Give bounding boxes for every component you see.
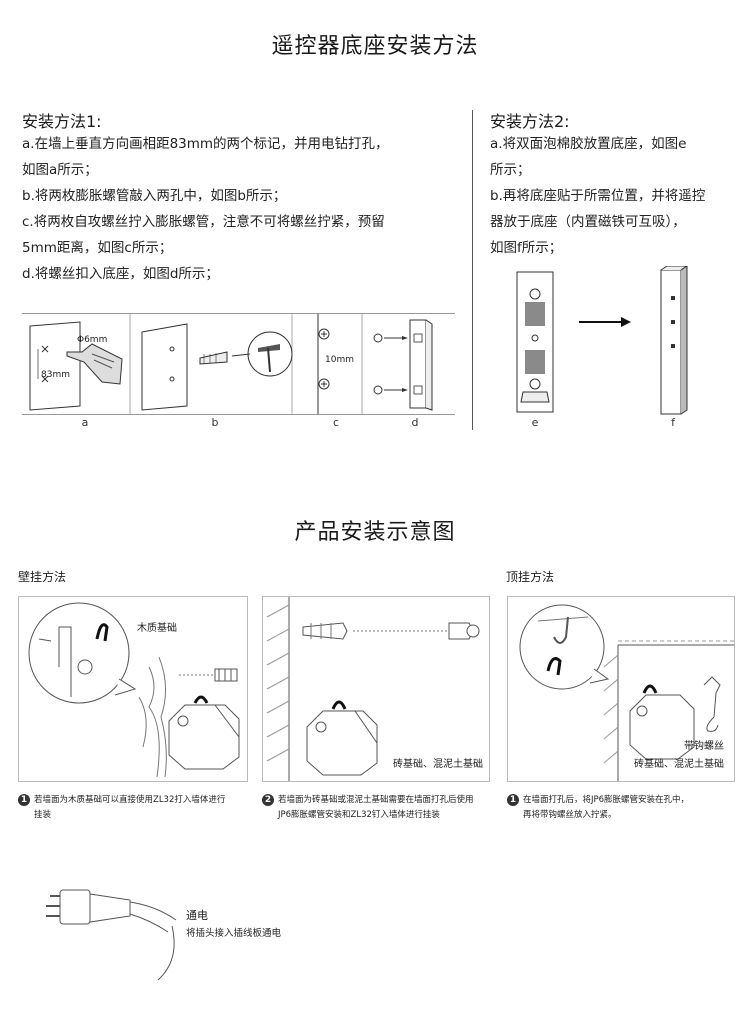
ceiling-base-label: 砖基础、混泥土基础 [634,759,724,770]
wood-base-label: 木质基础 [137,623,177,634]
figures-abcd-illustration [29,314,433,414]
step-number-badge: 1 [507,794,519,806]
method1-title: 安装方法1: [22,112,102,131]
figures-ef-illustration [516,266,688,415]
method1-step: 5mm距离，如图c所示； [22,240,173,256]
method1-step: 如图a所示； [22,162,98,178]
gap-label: 10mm [325,355,354,365]
power-desc: 将插头接入插线板通电 [186,928,282,939]
figure-strip-ef [505,266,715,416]
step-number-badge: 1 [18,794,30,806]
method1-step: c.将两枚自攻螺丝拧入膨胀螺管，注意不可将螺丝拧紧，预留 [22,214,385,230]
caption-line: 在墙面打孔后，将JP6膨胀螺管安装在孔中， [523,795,690,805]
install-panel-brick: 砖基础、混泥土基础 [262,596,490,782]
brick-install-illustration [266,597,480,781]
method1-step: b.将两枚膨胀螺管敲入两孔中，如图b所示； [22,188,287,204]
distance-label: 83mm [41,370,70,380]
method2-step: b.再将底座贴于所需位置，并将遥控 [490,188,706,204]
ceiling-method-label: 顶挂方法 [506,570,555,584]
method1-step: d.将螺丝扣入底座，如图d所示； [22,266,219,282]
method2-title: 安装方法2: [490,112,570,131]
caption-line: JP6膨胀螺管安装和ZL32钉入墙体进行挂装 [278,810,440,820]
install-panel-wood: 木质基础 [18,596,248,782]
caption-line: 挂装 [34,810,52,820]
figure-strip-abcd: 10mm Φ6mm 83mm [22,313,455,415]
wood-install-illustration [28,602,240,778]
section2-title: 产品安装示意图 [294,520,456,545]
diameter-label: Φ6mm [77,335,108,345]
caption-line: 若墙面为砖基础或混泥土基础需要在墙面打孔后使用 [278,795,474,805]
figure-label-d: d [411,416,419,429]
power-plug-illustration [40,880,190,990]
figure-label-a: a [81,416,89,429]
section-divider [472,110,473,430]
method1-step: a.在墙上垂直方向画相距83mm的两个标记，并用电钻打孔， [22,136,389,152]
step-number-badge: 2 [262,794,274,806]
power-title: 通电 [186,909,208,922]
wall-method-label: 壁挂方法 [18,570,67,584]
install-panel-ceiling: 带钩螺丝 砖基础、混泥土基础 [507,596,735,782]
method2-step: 器放于底座（内置磁铁可互吸）， [490,214,686,230]
method2-step: 如图f所示； [490,240,563,256]
ceiling-install-illustration [519,604,734,781]
figure-label-f: f [671,416,675,429]
method2-steps: a.将双面泡棉胶放置底座，如图e 所示； b.再将底座贴于所需位置，并将遥控 器… [490,131,740,261]
method2-step: a.将双面泡棉胶放置底座，如图e [490,136,687,152]
figure-label-e: e [531,416,539,429]
method1-steps: a.在墙上垂直方向画相距83mm的两个标记，并用电钻打孔， 如图a所示； b.将… [22,131,462,287]
brick-base-label: 砖基础、混泥土基础 [393,759,483,770]
caption-line: 再将带钩螺丝放入拧紧。 [523,810,617,820]
method2-step: 所示； [490,162,531,178]
figure-label-c: c [332,416,340,429]
figure-label-b: b [211,416,219,429]
plug-icon [46,889,177,981]
hook-screw-label: 带钩螺丝 [684,741,724,752]
caption-line: 若墙面为木质基础可以直接使用ZL32打入墙体进行 [34,795,226,805]
page-title: 遥控器底座安装方法 [271,34,479,59]
